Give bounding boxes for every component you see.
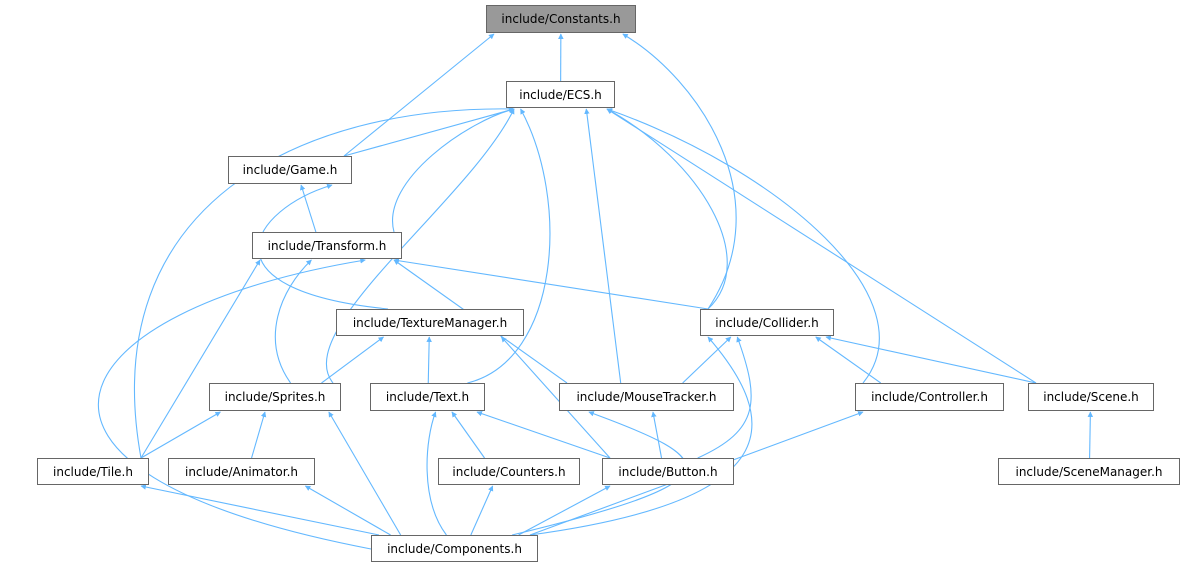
edge-transform-includes-ecs: [391, 107, 515, 233]
edge-sprites-includes-texturemanager: [321, 336, 384, 384]
edge-button-includes-texturemanager: [500, 336, 611, 459]
edge-tile-includes-sprites: [140, 411, 221, 459]
edge-counters-includes-text: [451, 411, 485, 459]
edge-collider-includes-ecs: [606, 108, 728, 310]
node-mousetracker[interactable]: include/MouseTracker.h: [559, 383, 734, 411]
node-ecs[interactable]: include/ECS.h: [506, 81, 615, 108]
node-button[interactable]: include/Button.h: [602, 458, 734, 485]
edge-tile-includes-ecs: [134, 106, 515, 459]
node-controller[interactable]: include/Controller.h: [855, 383, 1004, 411]
edge-scene-includes-collider: [825, 335, 1037, 384]
edge-components-includes-transform: [98, 258, 372, 550]
edge-button-includes-collider: [697, 336, 752, 459]
edge-sprites-includes-transform: [274, 259, 312, 384]
edge-sprites-includes-ecs: [325, 108, 515, 384]
edge-components-includes-tile: [140, 484, 380, 536]
edge-game-includes-ecs: [343, 107, 515, 157]
edge-scenemanager-includes-scene: [1087, 411, 1094, 459]
edge-scene-includes-ecs: [606, 108, 1037, 384]
edge-components-includes-animator: [304, 485, 391, 536]
edge-controller-includes-ecs: [606, 108, 880, 384]
node-tile[interactable]: include/Tile.h: [37, 458, 149, 485]
edge-collider-includes-constants: [622, 33, 737, 310]
edge-controller-includes-collider: [815, 336, 882, 384]
node-sprites[interactable]: include/Sprites.h: [209, 383, 341, 411]
edge-text-includes-ecs: [467, 108, 551, 384]
edge-animator-includes-sprites: [251, 411, 267, 459]
node-animator[interactable]: include/Animator.h: [168, 458, 315, 485]
node-counters[interactable]: include/Counters.h: [438, 458, 580, 485]
edge-components-includes-sprites: [328, 411, 402, 536]
edge-transform-includes-game: [299, 184, 317, 233]
edge-mousetracker-includes-ecs: [584, 108, 622, 384]
edge-button-includes-mousetracker: [651, 411, 663, 459]
node-scene[interactable]: include/Scene.h: [1028, 383, 1154, 411]
edge-collider-includes-transform: [393, 258, 709, 310]
node-scenemanager[interactable]: include/SceneManager.h: [998, 458, 1180, 485]
edge-button-includes-text: [476, 411, 611, 459]
node-components[interactable]: include/Components.h: [371, 535, 538, 562]
edge-components-includes-collider: [529, 336, 753, 536]
edge-components-includes-counters: [470, 485, 494, 536]
node-constants[interactable]: include/Constants.h: [486, 5, 636, 33]
node-transform[interactable]: include/Transform.h: [252, 232, 402, 259]
node-collider[interactable]: include/Collider.h: [700, 309, 834, 336]
node-game[interactable]: include/Game.h: [228, 156, 352, 184]
edge-tile-includes-transform: [140, 259, 261, 459]
edge-components-includes-text: [426, 411, 447, 536]
edge-components-includes-button: [518, 485, 611, 536]
edge-game-includes-constants: [343, 33, 495, 157]
edge-text-includes-texturemanager: [426, 336, 432, 384]
edge-mousetracker-includes-collider: [682, 336, 732, 384]
node-text[interactable]: include/Text.h: [370, 383, 485, 411]
node-texturemanager[interactable]: include/TextureManager.h: [336, 309, 524, 336]
